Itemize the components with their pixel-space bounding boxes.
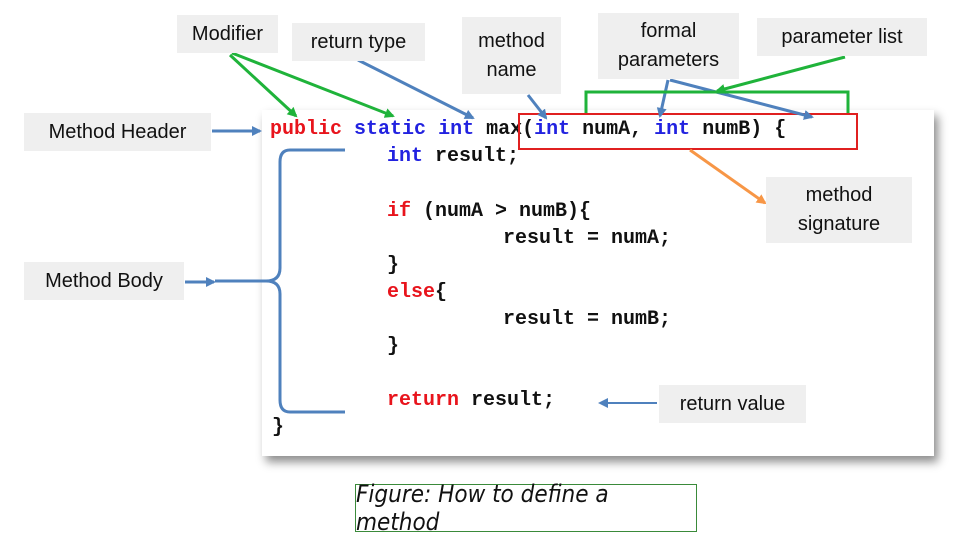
keyword-int-result: int — [387, 145, 424, 168]
code-line-assign-a: result = numA; — [503, 227, 672, 250]
formal-params-arrow-b — [669, 78, 814, 120]
method-signature-box — [518, 113, 858, 150]
if-condition: (numA > numB){ — [411, 200, 592, 223]
method-name-arrow — [526, 94, 548, 120]
label-method-signature: method signature — [766, 177, 912, 243]
code-line-assign-b: result = numB; — [503, 308, 672, 331]
keyword-return: return — [387, 389, 460, 412]
code-line-else: else{ — [387, 281, 447, 305]
keyword-int-param-b: int — [654, 118, 691, 141]
label-formal-parameters: formal parameters — [598, 13, 739, 79]
label-method-body: Method Body — [24, 262, 184, 300]
parameter-list-bracket — [584, 90, 850, 113]
code-line-declare: int result; — [387, 145, 519, 169]
keyword-public: public — [270, 118, 343, 141]
return-type-arrow — [357, 58, 475, 120]
label-return-type: return type — [292, 23, 425, 61]
param-numB: numB) — [702, 118, 763, 141]
code-line-header: public static int max(int numA, int numB… — [270, 118, 786, 142]
param-numA: numA, — [582, 118, 643, 141]
keyword-int-param-a: int — [534, 118, 571, 141]
return-expression: result; — [459, 389, 556, 412]
formal-params-arrow-a — [656, 79, 670, 118]
label-return-value: return value — [659, 385, 806, 423]
code-line-close-if: } — [387, 254, 400, 277]
keyword-else: else — [387, 281, 436, 304]
keyword-if: if — [387, 200, 412, 223]
keyword-int: int — [438, 118, 475, 141]
label-parameter-list: parameter list — [757, 18, 927, 56]
label-method-header: Method Header — [24, 113, 211, 151]
code-line-if: if (numA > numB){ — [387, 200, 591, 224]
code-line-close-method: } — [272, 416, 285, 439]
label-modifier: Modifier — [177, 15, 278, 53]
code-line-close-else: } — [387, 335, 400, 358]
modifier-arrow-static — [231, 51, 395, 118]
figure-caption: Figure: How to define a method — [355, 480, 697, 536]
code-line-return: return result; — [387, 389, 555, 413]
label-method-name: method name — [462, 17, 561, 94]
method-name-token: max( — [486, 118, 535, 141]
else-brace: { — [435, 281, 448, 304]
open-brace: { — [762, 118, 787, 141]
keyword-static: static — [354, 118, 427, 141]
method-signature-arrow — [689, 148, 767, 205]
parameter-list-arrow — [715, 55, 846, 94]
method-body-brace — [215, 148, 345, 414]
result-decl: result; — [435, 145, 520, 168]
modifier-arrow-public — [228, 53, 298, 118]
